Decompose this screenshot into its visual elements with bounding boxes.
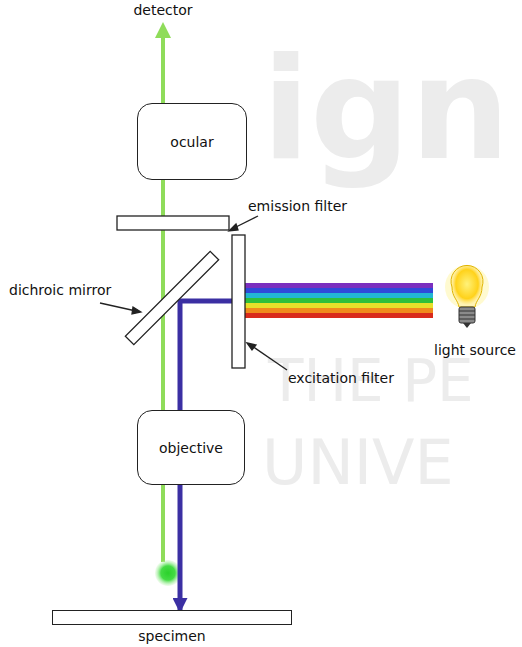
light-beam (245, 283, 433, 318)
part-label: excitation filter (286, 370, 396, 387)
watermark: ign (262, 40, 510, 180)
part-label: emission filter (246, 198, 349, 215)
emission-arrow (161, 30, 165, 103)
node-text: objective (159, 440, 223, 456)
excitation-filter (232, 235, 245, 368)
dichroic-mirror (125, 251, 218, 344)
emission-light (161, 485, 165, 562)
part-label: light source (432, 342, 518, 359)
emission-light (161, 180, 165, 410)
watermark: UNIVE (262, 432, 454, 494)
specimen-slide: specimen (52, 610, 292, 625)
node-text: ocular (170, 134, 213, 150)
light-bulb (445, 265, 489, 328)
part-label: dichroic mirror (7, 282, 113, 299)
leader-lines (100, 216, 287, 370)
excitation-light (178, 485, 183, 610)
emission-filter (117, 216, 229, 230)
specimen-label: specimen (53, 628, 291, 644)
excitation-light (180, 301, 232, 410)
detector-label: detector (131, 2, 194, 19)
fluorescent-spot (155, 560, 181, 586)
objective-lens: objective (137, 410, 245, 485)
ocular-lens: ocular (137, 103, 247, 180)
